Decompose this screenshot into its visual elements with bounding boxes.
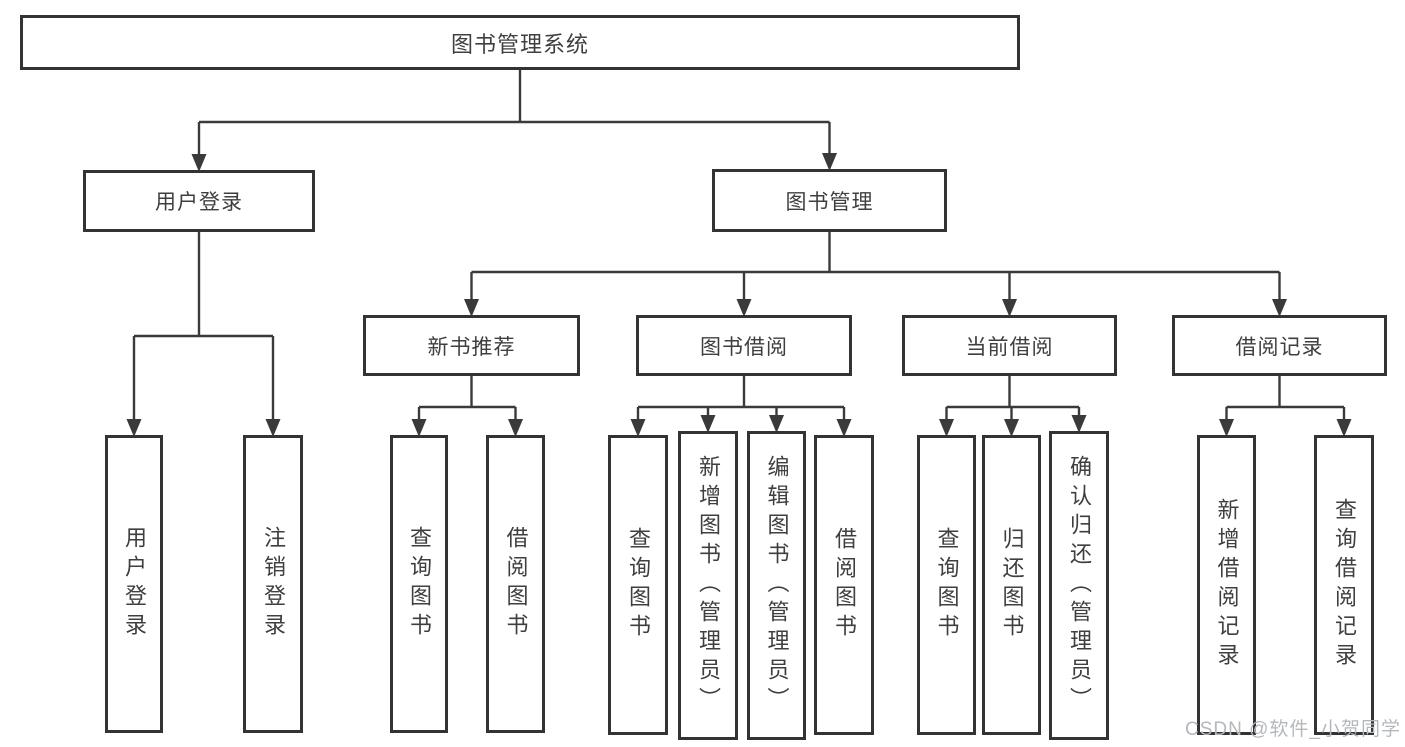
arrowhead-icon (769, 415, 784, 433)
node-leaf-user-login: 用户登录 (105, 435, 163, 733)
node-current-borrow: 当前借阅 (902, 315, 1117, 376)
node-leaf-query-book-3: 查询图书 (917, 435, 976, 735)
arrowhead-icon (464, 299, 479, 317)
node-leaf-add-book: 新增图书（管理员） (678, 431, 738, 740)
node-leaf-query-book-2: 查询图书 (608, 435, 668, 735)
node-leaf-query-book-1: 查询图书 (390, 435, 448, 733)
node-book-mgmt: 图书管理 (712, 169, 947, 232)
arrowhead-icon (700, 415, 716, 433)
arrowhead-icon (411, 419, 427, 437)
node-user-login: 用户登录 (83, 170, 315, 232)
arrowhead-icon (939, 419, 954, 437)
arrowhead-icon (1002, 299, 1017, 317)
node-leaf-confirm-return: 确认归还（管理员） (1049, 431, 1109, 740)
arrowhead-icon (1071, 415, 1087, 433)
node-leaf-borrow-book-2: 借阅图书 (814, 435, 874, 735)
arrowhead-icon (1272, 299, 1287, 317)
arrowhead-icon (630, 419, 646, 437)
node-leaf-query-record: 查询借阅记录 (1314, 435, 1374, 735)
arrowhead-icon (508, 419, 523, 437)
arrowhead-icon (1004, 419, 1019, 437)
node-leaf-borrow-book-1: 借阅图书 (486, 435, 545, 733)
arrowhead-icon (736, 299, 752, 317)
arrowhead-icon (126, 419, 142, 437)
node-leaf-return-book: 归还图书 (982, 435, 1041, 735)
node-leaf-edit-book: 编辑图书（管理员） (747, 431, 806, 740)
node-leaf-add-record: 新增借阅记录 (1197, 435, 1256, 735)
arrowhead-icon (191, 154, 207, 172)
arrowhead-icon (1219, 419, 1234, 437)
arrowhead-icon (1336, 419, 1352, 437)
arrowhead-icon (265, 419, 281, 437)
arrowhead-icon (836, 419, 852, 437)
arrowhead-icon (822, 153, 837, 171)
node-leaf-logout: 注销登录 (243, 435, 303, 733)
node-borrow-records: 借阅记录 (1172, 315, 1387, 376)
node-root: 图书管理系统 (20, 15, 1020, 70)
node-new-book-rec: 新书推荐 (363, 315, 580, 376)
node-book-borrow: 图书借阅 (636, 315, 852, 376)
